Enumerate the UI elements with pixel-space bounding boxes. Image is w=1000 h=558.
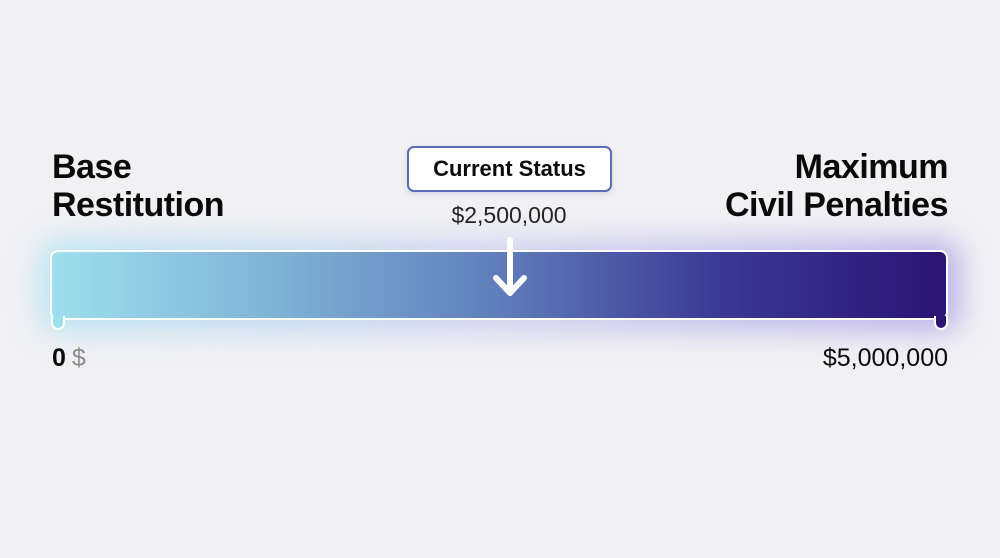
current-status-title: Current Status	[433, 156, 586, 181]
min-category-label: Base Restitution	[52, 148, 225, 224]
current-status-badge: Current Status	[407, 146, 612, 192]
current-status-value: $2,500,000	[451, 202, 567, 228]
max-label-line1: Maximum	[794, 148, 949, 186]
axis-min-value: 0	[52, 344, 66, 372]
currency-symbol: $	[71, 344, 86, 372]
scale-bar-left-tick	[51, 316, 65, 330]
min-label-line2: Restitution	[52, 186, 225, 224]
scale-bar-right-tick	[934, 316, 948, 330]
axis-max-label: $5,000,000	[822, 344, 948, 372]
max-category-label: Maximum Civil Penalties	[724, 148, 949, 224]
min-label-line1: Base	[52, 148, 132, 186]
axis-min-label: 0$	[52, 344, 86, 373]
max-label-line2: Civil Penalties	[724, 186, 949, 224]
arrow-down-icon	[493, 237, 527, 296]
